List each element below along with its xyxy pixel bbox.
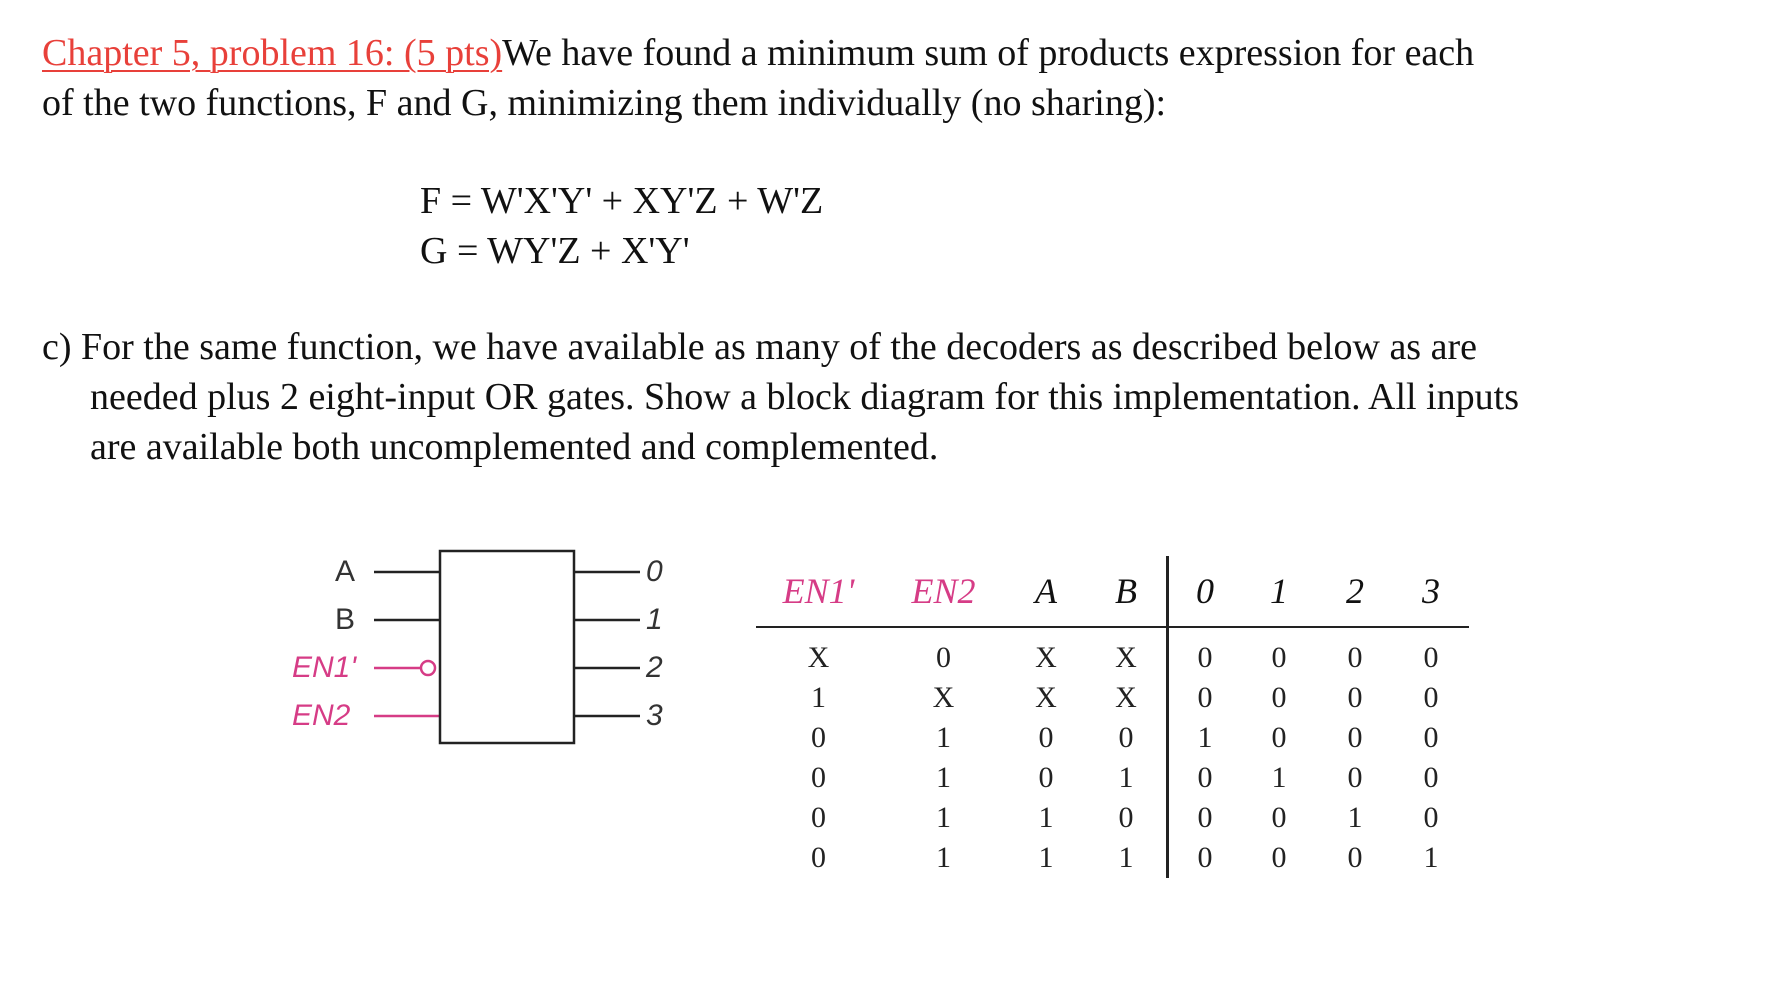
table-cell: 0 bbox=[1166, 678, 1241, 718]
table-cell: 1 bbox=[1038, 801, 1054, 834]
table-cell: 1 bbox=[1038, 841, 1054, 874]
table-cell: 0 bbox=[1271, 721, 1287, 754]
decoder-block-svg bbox=[374, 549, 640, 745]
table-cell: 0 bbox=[1038, 721, 1054, 754]
header-out2: 2 bbox=[1317, 556, 1393, 628]
part-c-line3: are available both uncomplemented and co… bbox=[90, 426, 939, 468]
table-cell: 0 bbox=[1347, 721, 1363, 754]
table-cell: 0 bbox=[1271, 801, 1287, 834]
table-row: X 0 X X 0 0 0 0 bbox=[756, 627, 1469, 678]
table-cell: 1 bbox=[936, 841, 951, 874]
table-cell: 0 bbox=[1271, 641, 1287, 674]
decoder-truth-table: EN1' EN2 A B 0 1 2 3 X 0 X X 0 0 0 0 1 X… bbox=[756, 556, 1469, 878]
table-cell: 1 bbox=[1423, 841, 1439, 874]
decoder-output-2-label: 2 bbox=[646, 651, 663, 684]
header-b: B bbox=[1086, 556, 1168, 628]
header-en1: EN1' bbox=[756, 556, 881, 628]
table-cell: 0 bbox=[1271, 681, 1287, 714]
table-cell: 0 bbox=[1118, 721, 1134, 754]
header-out3: 3 bbox=[1393, 556, 1469, 628]
table-cell: 0 bbox=[1166, 838, 1241, 878]
table-cell: 1 bbox=[936, 761, 951, 794]
part-c: c) For the same function, we have availa… bbox=[42, 322, 1722, 472]
table-cell: 0 bbox=[811, 761, 826, 794]
decoder-input-en1-label: EN1' bbox=[292, 651, 357, 684]
decoder-output-0-label: 0 bbox=[646, 555, 663, 588]
table-cell: 0 bbox=[1423, 721, 1439, 754]
decoder-input-b-label: B bbox=[335, 603, 356, 636]
header-out0: 0 bbox=[1166, 556, 1241, 628]
decoder-output-3-label: 3 bbox=[646, 699, 663, 732]
table-cell: 1 bbox=[1118, 761, 1134, 794]
table-row: 1 X X X 0 0 0 0 bbox=[756, 678, 1469, 718]
table-cell: 0 bbox=[811, 721, 826, 754]
part-c-line1: c) For the same function, we have availa… bbox=[42, 326, 1477, 368]
table-cell: 0 bbox=[1347, 641, 1363, 674]
header-a: A bbox=[1006, 556, 1086, 628]
table-cell: 0 bbox=[1118, 801, 1134, 834]
equation-g: G = WY'Z + X'Y' bbox=[420, 230, 690, 272]
problem-heading: Chapter 5, problem 16: (5 pts) bbox=[42, 32, 503, 74]
problem-text-line1: We have found a minimum sum of products … bbox=[502, 32, 1475, 74]
table-cell: 1 bbox=[936, 721, 951, 754]
table-cell: 0 bbox=[1166, 758, 1241, 798]
table-cell: 1 bbox=[1118, 841, 1134, 874]
table-cell: 1 bbox=[1271, 761, 1287, 794]
table-cell: X bbox=[807, 641, 830, 674]
table-row: 0 1 0 0 1 0 0 0 bbox=[756, 718, 1469, 758]
equation-f: F = W'X'Y' + XY'Z + W'Z bbox=[420, 180, 824, 222]
problem-intro: Chapter 5, problem 16: (5 pts)We have fo… bbox=[42, 28, 1732, 128]
header-en2: EN2 bbox=[881, 556, 1006, 628]
problem-text-line2: of the two functions, F and G, minimizin… bbox=[42, 82, 1167, 124]
decoder-box bbox=[438, 549, 576, 745]
table-cell: 0 bbox=[1423, 681, 1439, 714]
table-cell: 0 bbox=[1166, 798, 1241, 838]
inversion-bubble-icon bbox=[419, 659, 437, 677]
table-cell: 1 bbox=[1347, 801, 1363, 834]
table-row: 0 1 1 0 0 0 1 0 bbox=[756, 798, 1469, 838]
table-row: 0 1 0 1 0 1 0 0 bbox=[756, 758, 1469, 798]
table-row: 0 1 1 1 0 0 0 1 bbox=[756, 838, 1469, 878]
table-cell: 0 bbox=[1423, 761, 1439, 794]
header-out1: 1 bbox=[1241, 556, 1317, 628]
table-cell: 0 bbox=[1423, 641, 1439, 674]
table-cell: 0 bbox=[1347, 681, 1363, 714]
table-cell: 0 bbox=[1423, 801, 1439, 834]
table-cell: 0 bbox=[936, 641, 951, 674]
decoder-input-en2-label: EN2 bbox=[292, 699, 351, 732]
table-cell: 0 bbox=[811, 801, 826, 834]
table-cell: X bbox=[932, 681, 955, 714]
part-c-line2: needed plus 2 eight-input OR gates. Show… bbox=[90, 376, 1520, 418]
table-cell: 0 bbox=[1347, 841, 1363, 874]
table-cell: X bbox=[1115, 681, 1137, 714]
truth-table-header-row: EN1' EN2 A B 0 1 2 3 bbox=[756, 556, 1469, 628]
table-cell: X bbox=[1115, 641, 1137, 674]
table-cell: 1 bbox=[811, 681, 826, 714]
equations: F = W'X'Y' + XY'Z + W'Z G = WY'Z + X'Y' bbox=[420, 176, 823, 276]
table-cell: X bbox=[1035, 681, 1057, 714]
table-cell: 0 bbox=[811, 841, 826, 874]
decoder-input-a-label: A bbox=[335, 555, 356, 588]
table-cell: X bbox=[1035, 641, 1057, 674]
table-cell: 0 bbox=[1166, 627, 1241, 678]
table-cell: 1 bbox=[1166, 718, 1241, 758]
decoder-output-1-label: 1 bbox=[646, 603, 663, 636]
table-cell: 0 bbox=[1038, 761, 1054, 794]
table-cell: 0 bbox=[1271, 841, 1287, 874]
table-cell: 1 bbox=[936, 801, 951, 834]
table-cell: 0 bbox=[1347, 761, 1363, 794]
